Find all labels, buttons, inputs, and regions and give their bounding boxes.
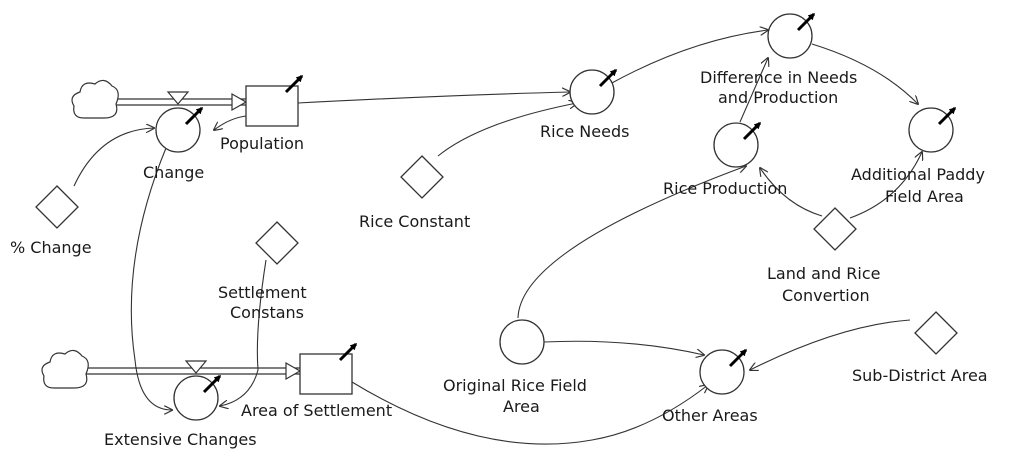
other-areas-label: Other Areas	[662, 406, 758, 425]
connector-links	[73, 30, 922, 445]
original-rice-field-node[interactable]	[499, 319, 545, 365]
area-of-settlement-stock[interactable]	[299, 353, 353, 395]
rice-needs-label: Rice Needs	[540, 122, 629, 141]
population-label: Population	[220, 134, 304, 153]
valve-icon	[184, 360, 208, 374]
original-rice-field-label-line2: Area	[503, 397, 540, 416]
difference-label-line2: and Production	[718, 88, 838, 107]
valve-icon	[166, 91, 190, 105]
additional-paddy-label-line2: Field Area	[885, 187, 964, 206]
pct-change-constant[interactable]	[35, 185, 79, 229]
land-and-rice-constant[interactable]	[813, 207, 857, 251]
pct-change-label: % Change	[10, 238, 92, 257]
area-of-settlement-label: Area of Settlement	[241, 401, 392, 420]
original-rice-field-label-line1: Original Rice Field	[443, 376, 587, 395]
land-and-rice-label-line2: Convertion	[782, 286, 870, 305]
settlement-constans-constant[interactable]	[255, 221, 299, 265]
source-cloud-icon	[41, 349, 89, 389]
settlement-constans-label-line1: Settlement	[218, 283, 307, 302]
source-cloud-icon	[71, 79, 119, 119]
population-stock[interactable]	[245, 85, 299, 127]
tag-arrow-icon	[184, 12, 957, 394]
rice-production-label: Rice Production	[663, 179, 787, 198]
population-inflow-pipe	[116, 91, 248, 112]
additional-paddy-label-line1: Additional Paddy	[851, 165, 985, 184]
rice-constant-label: Rice Constant	[359, 212, 470, 231]
difference-label-line1: Difference in Needs	[700, 68, 857, 87]
sub-district-area-label: Sub-District Area	[852, 366, 988, 385]
sub-district-area-constant[interactable]	[914, 311, 958, 355]
extensive-changes-label: Extensive Changes	[104, 430, 257, 449]
change-label: Change	[143, 163, 204, 182]
land-and-rice-label-line1: Land and Rice	[767, 264, 881, 283]
settlement-inflow-pipe	[86, 360, 302, 381]
rice-constant[interactable]	[400, 155, 444, 199]
settlement-constans-label-line2: Constans	[230, 303, 304, 322]
